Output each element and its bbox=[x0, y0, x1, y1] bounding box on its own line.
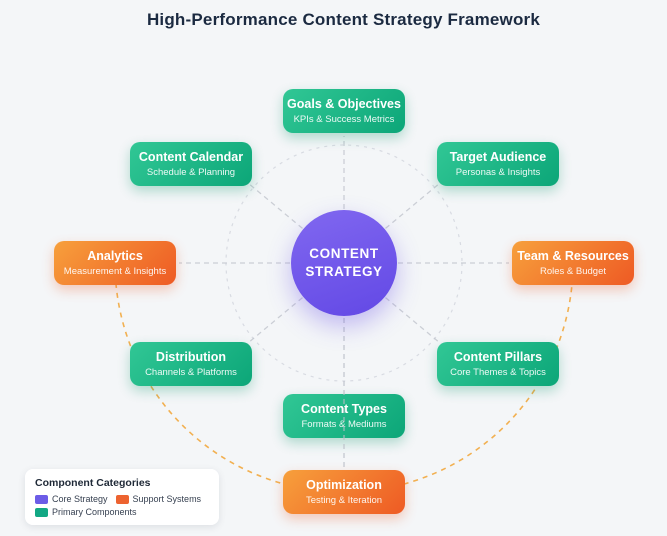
node-subtitle: Channels & Platforms bbox=[145, 366, 237, 378]
node-title: Content Pillars bbox=[453, 349, 543, 364]
node-title: Goals & Objectives bbox=[287, 96, 401, 111]
node-subtitle: Testing & Iteration bbox=[305, 494, 383, 506]
support-systems-swatch-icon bbox=[115, 494, 129, 504]
legend-row: Primary Components bbox=[35, 507, 209, 517]
node-goals-objectives: Goals & Objectives KPIs & Success Metric… bbox=[283, 89, 405, 133]
node-target-audience: Target Audience Personas & Insights bbox=[437, 142, 559, 186]
node-analytics: Analytics Measurement & Insights bbox=[54, 241, 176, 285]
legend-item-support-systems: Support Systems bbox=[115, 494, 202, 504]
node-subtitle: Roles & Budget bbox=[539, 265, 606, 277]
node-title: Optimization bbox=[306, 477, 382, 492]
node-content-pillars: Content Pillars Core Themes & Topics bbox=[437, 342, 559, 386]
node-subtitle: Personas & Insights bbox=[455, 166, 541, 178]
node-title: Target Audience bbox=[449, 149, 547, 164]
center-hub: CONTENT STRATEGY bbox=[291, 210, 397, 316]
node-subtitle: KPIs & Success Metrics bbox=[293, 113, 395, 125]
center-hub-label-line2: STRATEGY bbox=[305, 264, 383, 279]
center-hub-label-line1: CONTENT bbox=[309, 245, 379, 261]
node-distribution: Distribution Channels & Platforms bbox=[130, 342, 252, 386]
node-optimization: Optimization Testing & Iteration bbox=[283, 470, 405, 514]
node-content-calendar: Content Calendar Schedule & Planning bbox=[130, 142, 252, 186]
node-subtitle: Schedule & Planning bbox=[146, 166, 236, 178]
node-subtitle: Measurement & Insights bbox=[63, 265, 167, 277]
legend-label: Core Strategy bbox=[52, 494, 108, 504]
node-title: Content Calendar bbox=[138, 149, 244, 164]
core-strategy-swatch-icon bbox=[35, 494, 48, 504]
node-subtitle: Core Themes & Topics bbox=[450, 366, 546, 378]
primary-components-swatch-icon bbox=[35, 507, 48, 517]
node-subtitle: Formats & Mediums bbox=[301, 418, 387, 430]
node-title: Content Types bbox=[301, 401, 387, 416]
legend-card: Component Categories Core Strategy Suppo… bbox=[25, 469, 220, 525]
node-title: Analytics bbox=[87, 248, 143, 263]
node-team-resources: Team & Resources Roles & Budget bbox=[512, 241, 634, 285]
legend-row: Core Strategy Support Systems bbox=[35, 494, 209, 504]
legend-label: Support Systems bbox=[132, 494, 202, 504]
legend-item-core-strategy: Core Strategy bbox=[35, 494, 108, 504]
node-content-types: Content Types Formats & Mediums bbox=[283, 394, 405, 438]
legend-label: Primary Components bbox=[52, 507, 137, 517]
page-title: High-Performance Content Strategy Framew… bbox=[146, 10, 541, 29]
legend-item-primary-components: Primary Components bbox=[35, 507, 137, 517]
node-title: Distribution bbox=[155, 349, 227, 364]
legend-title: Component Categories bbox=[35, 477, 151, 489]
node-title: Team & Resources bbox=[517, 248, 629, 263]
